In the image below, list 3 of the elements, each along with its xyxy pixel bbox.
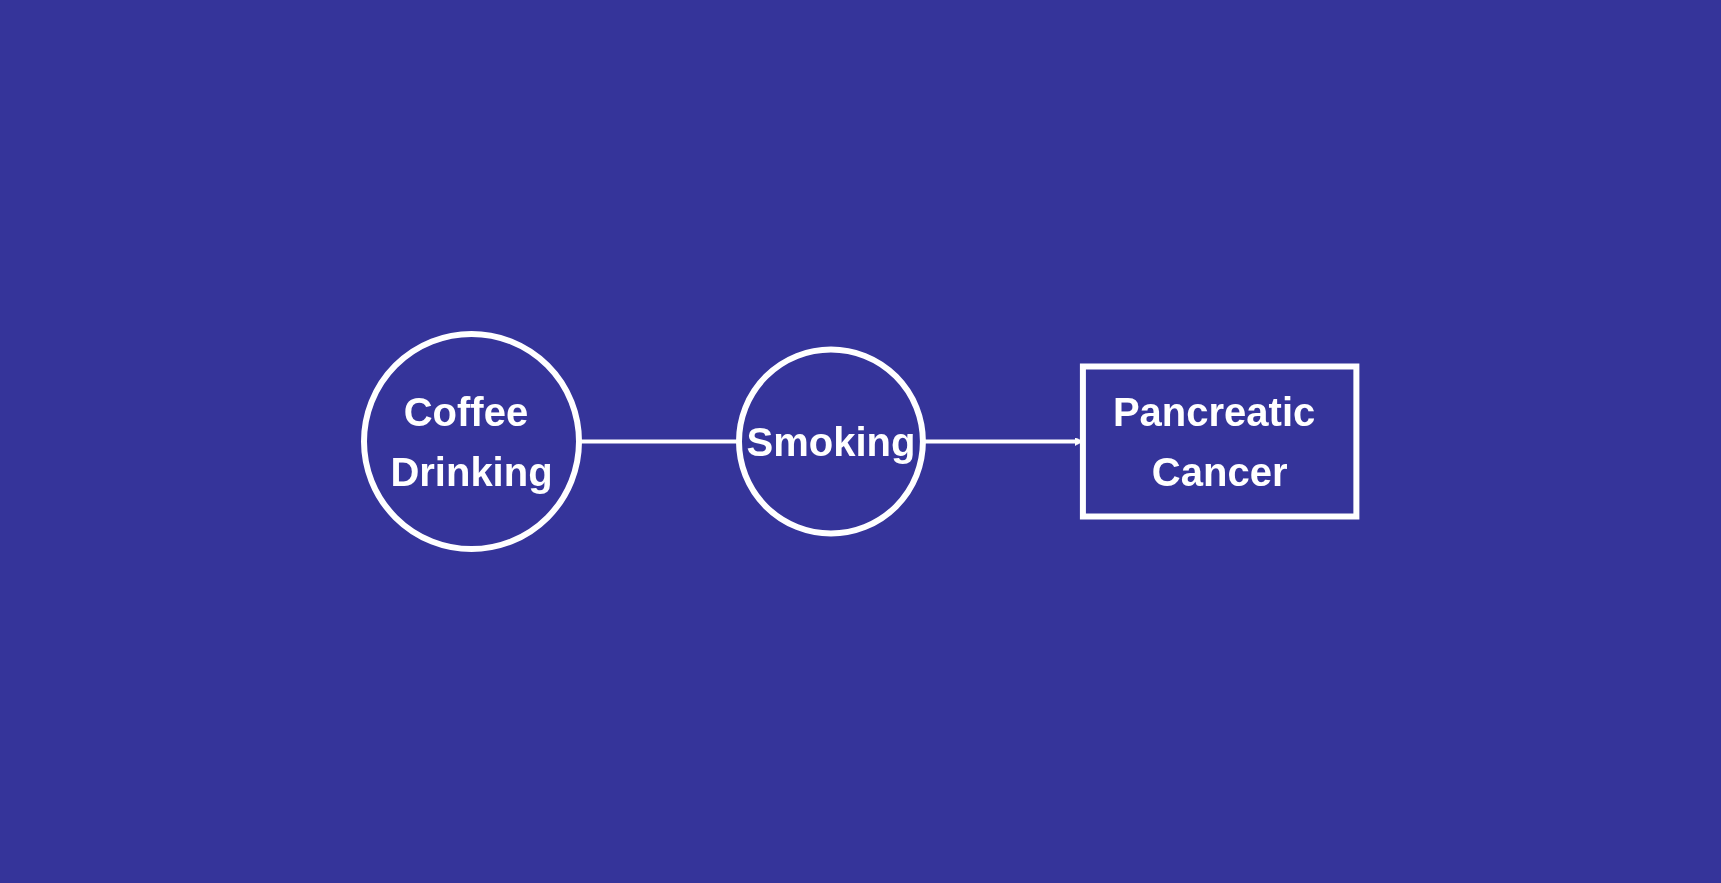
node-box: Pancreatic Cancer	[1080, 363, 1360, 520]
node-circle: Coffee Drinking	[361, 331, 583, 552]
node-circle: Smoking	[736, 346, 927, 537]
